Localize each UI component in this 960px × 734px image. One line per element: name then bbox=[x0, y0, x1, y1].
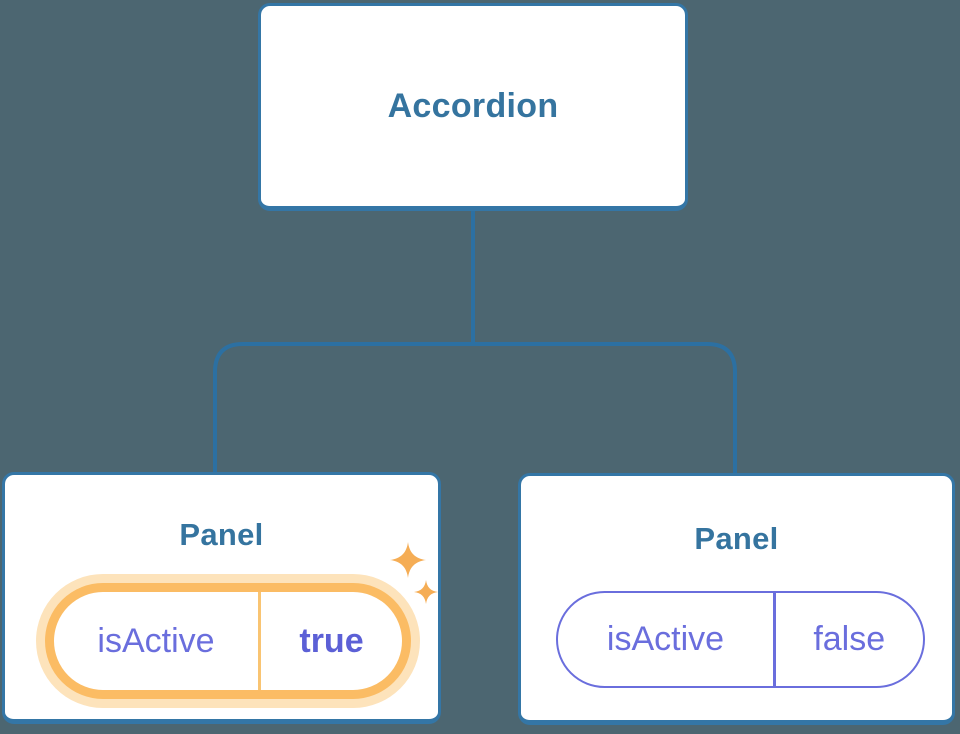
state-value-label: true bbox=[299, 621, 364, 660]
accordion-node: Accordion bbox=[258, 3, 688, 211]
state-pill-active: isActive true bbox=[45, 583, 411, 699]
panel-title: Panel bbox=[694, 521, 779, 556]
panel-title: Panel bbox=[179, 517, 264, 552]
state-key-label: isActive bbox=[97, 621, 215, 660]
state-pill-inactive: isActive false bbox=[556, 591, 925, 688]
panel-node-active: Panel isActive true bbox=[2, 472, 441, 724]
state-value-label: false bbox=[813, 620, 886, 658]
sparkles-icon bbox=[390, 542, 438, 604]
panel-node-inactive: Panel isActive false bbox=[518, 473, 955, 725]
pill-divider bbox=[773, 593, 776, 686]
sparkle-small bbox=[414, 580, 438, 604]
pill-divider bbox=[258, 592, 261, 690]
sparkle-large bbox=[390, 542, 426, 578]
state-key-label: isActive bbox=[606, 620, 725, 658]
accordion-node-label: Accordion bbox=[387, 86, 559, 125]
connector-branches bbox=[213, 342, 737, 474]
